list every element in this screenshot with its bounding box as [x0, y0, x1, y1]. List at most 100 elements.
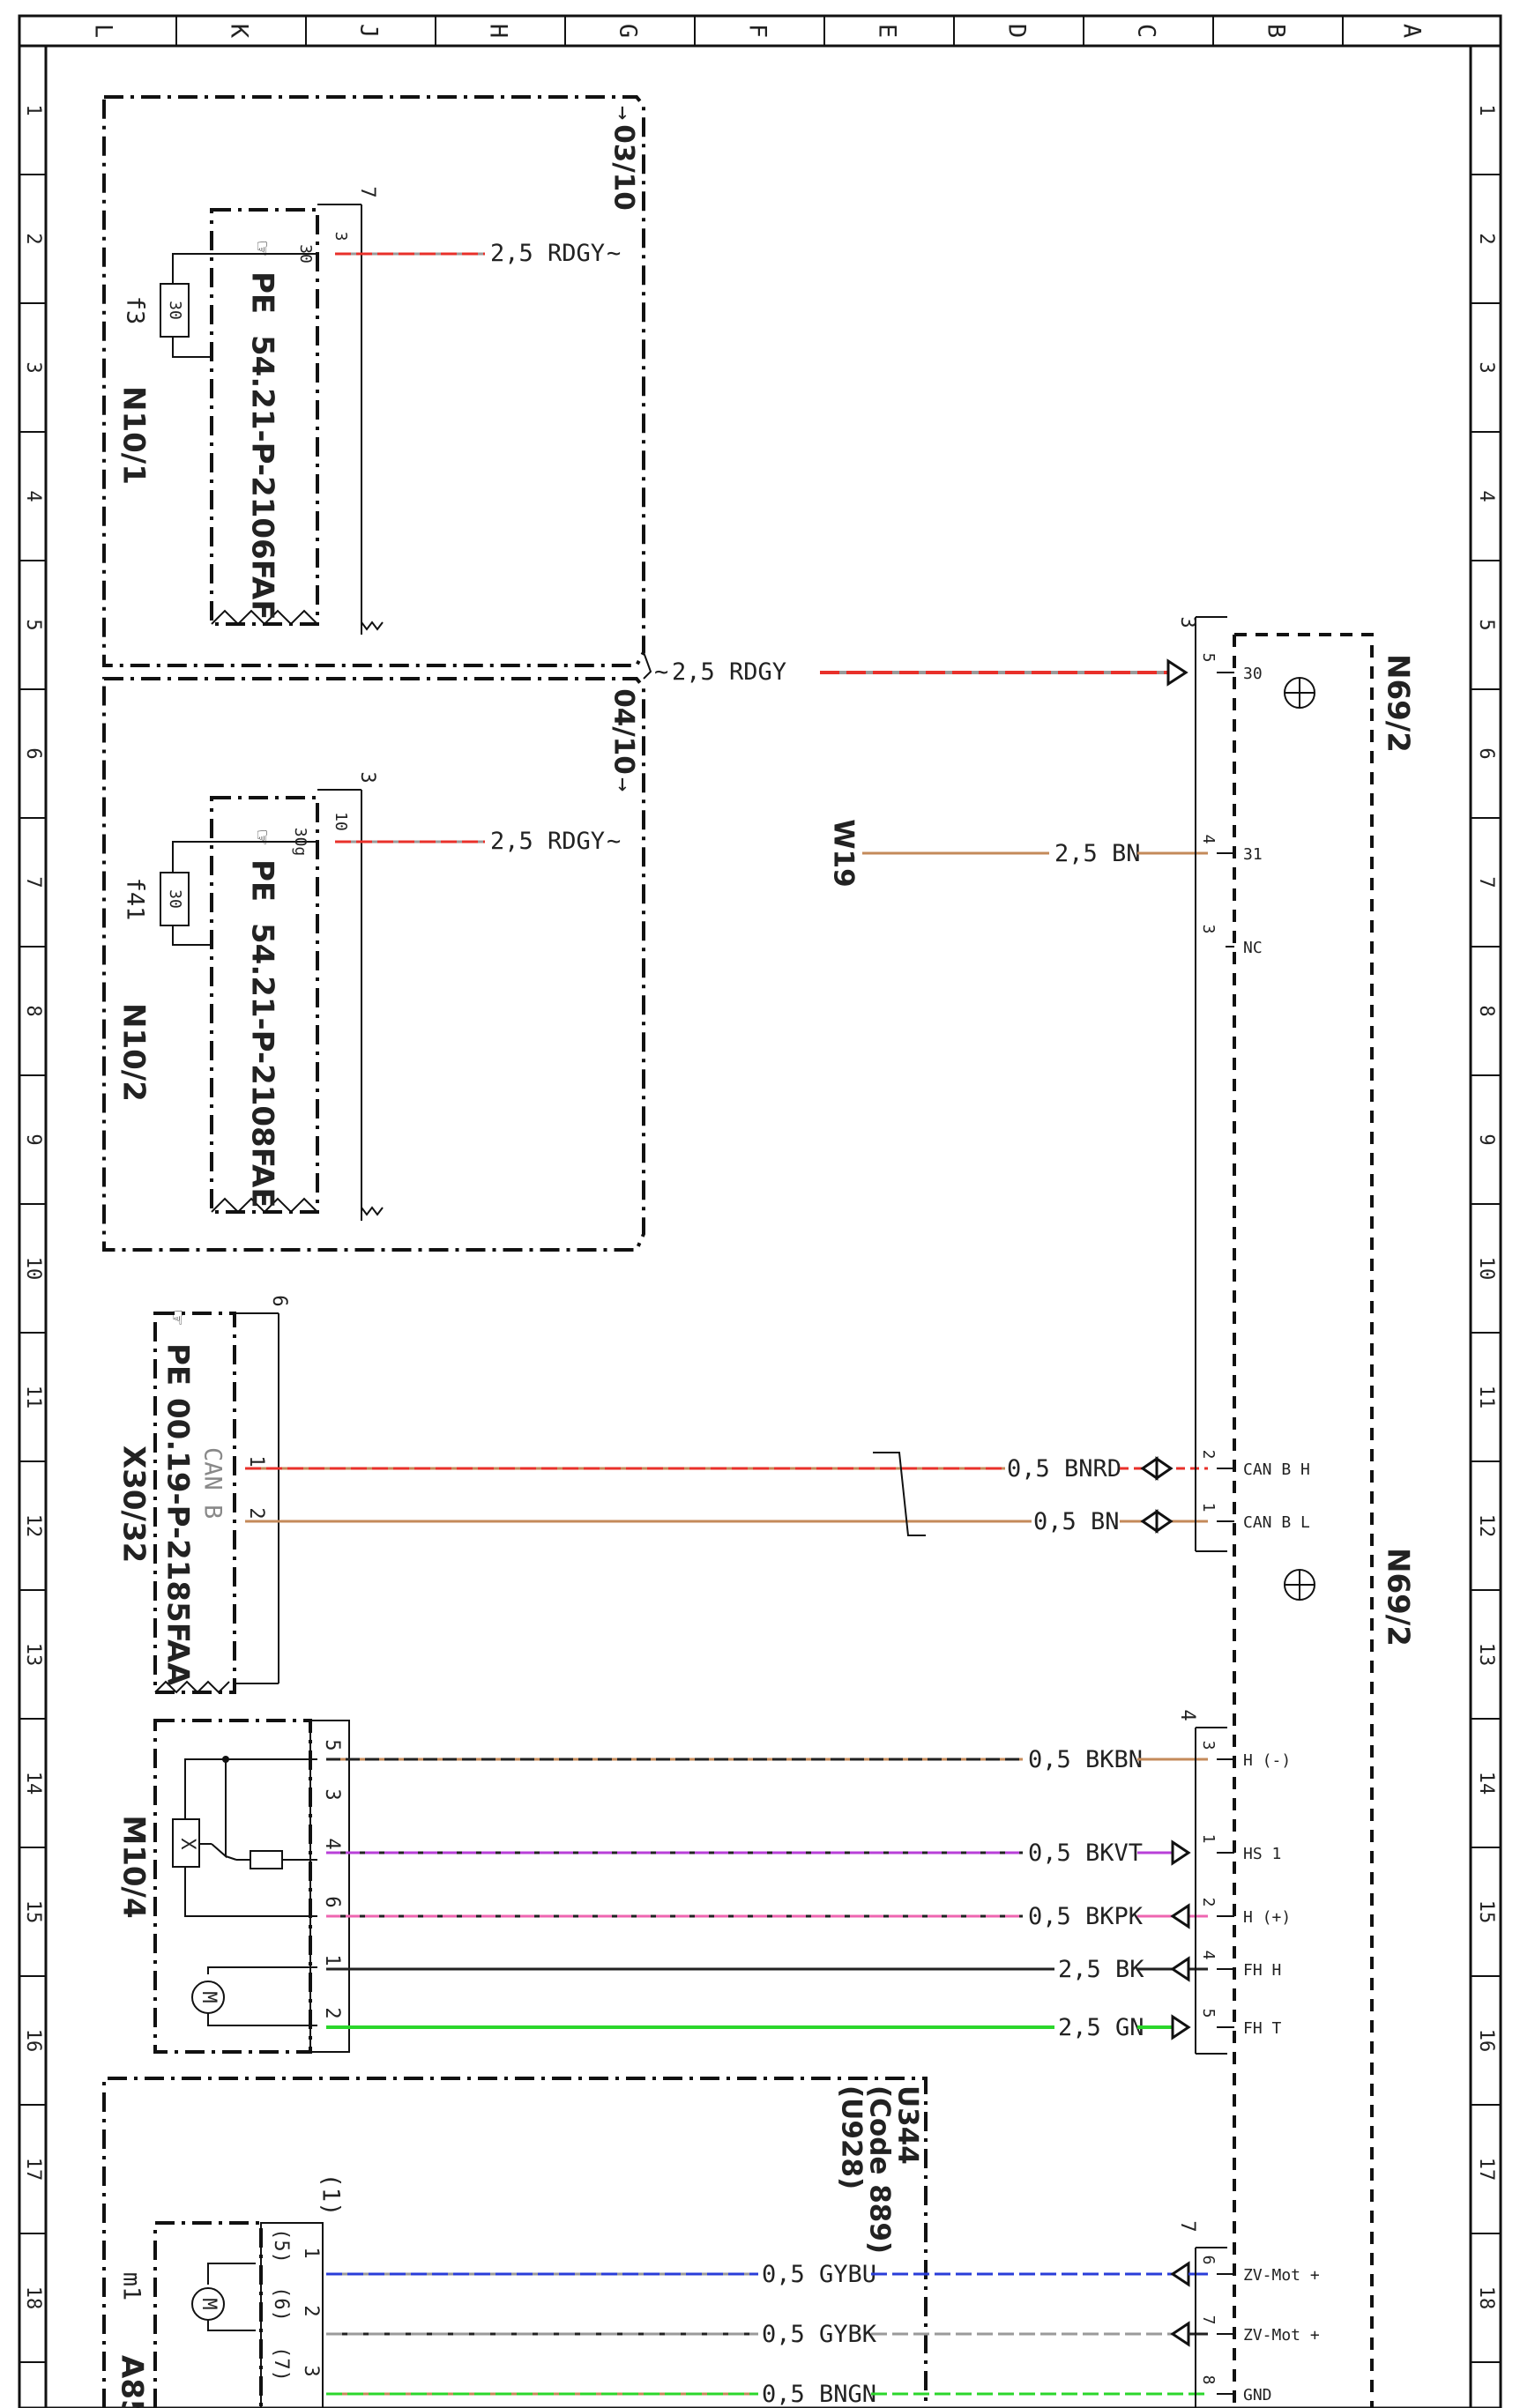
pin-can-b-h: 2 CAN B H — [1199, 1450, 1310, 1479]
pin-name: CAN B L — [1243, 1513, 1310, 1532]
pin-gnd: 8 GND — [1199, 2375, 1272, 2404]
n69-2-pins: 5 30 4 31 3 NC 2 CAN B H 1 CAN B L 3 H (… — [1199, 653, 1320, 2404]
component-prefix: PE — [160, 1343, 196, 1386]
m10-4-wires: 0,5 BKBN 0,5 BKVT 0,5 BKPK 2,5 BK 2,5 GN — [326, 1746, 1208, 2041]
pin-name: H (+) — [1243, 1908, 1291, 1927]
row-number: 6 — [22, 747, 44, 759]
pin-30: 5 30 — [1199, 653, 1263, 683]
row-number: 4 — [22, 490, 44, 502]
arrow-down-icon: → — [610, 106, 637, 120]
row-number: 4 — [1475, 490, 1497, 502]
pin-number: 5 — [1199, 2009, 1218, 2018]
pin-name: ZV-Mot + — [1243, 2326, 1320, 2345]
wire-label: 0,5 BN — [1033, 1508, 1120, 1535]
row-number: 8 — [22, 1005, 44, 1016]
wire-label: 2,5 BN — [1054, 840, 1141, 867]
bundle-number: 6 — [268, 1295, 290, 1306]
component-name-n10-1: N10/1 — [116, 386, 152, 485]
a85-block: M m1 A85/ (5) (6) (7) 1 2 3 (1) — [115, 2174, 345, 2408]
page-ref-n10-2: 04/10 — [608, 688, 640, 775]
col-letter: B — [1263, 24, 1290, 38]
pin-number: 4 — [321, 1838, 343, 1849]
bundle-number: 3 — [1176, 616, 1198, 628]
pin-alt: (5) — [270, 2228, 292, 2263]
row-number: 14 — [1475, 1772, 1497, 1795]
pin-number: 3 — [1199, 1741, 1218, 1750]
component-ref-n10-2: 54.21-P-2108FAE — [245, 923, 280, 1208]
row-number: 2 — [22, 233, 44, 244]
pin-name: CAN B H — [1243, 1460, 1310, 1479]
pin-fh-t: 5 FH T — [1199, 2009, 1282, 2038]
bundle-number: 3 — [356, 771, 378, 783]
motor-icon: M — [197, 1991, 220, 2003]
pin-h-minus: 3 H (-) — [1199, 1741, 1291, 1770]
twisted-pair-mark — [873, 1452, 926, 1536]
pin-name: 31 — [1243, 845, 1263, 864]
pin-name: FH H — [1243, 1961, 1281, 1980]
pin-name: ZV-Mot + — [1243, 2266, 1320, 2285]
pin-number: 4 — [1199, 835, 1218, 844]
column-letters: L K J H G F E D C B A — [90, 24, 1426, 39]
fuse-label: f3 — [122, 296, 149, 325]
row-number: 16 — [1475, 2029, 1497, 2053]
m10-4-block: M10/4 X M 5 3 4 6 1 2 — [116, 1719, 350, 2054]
col-letter: A — [1398, 24, 1426, 38]
row-number: 11 — [22, 1386, 44, 1409]
pin-number: 2 — [300, 2305, 322, 2316]
row-number: 14 — [22, 1772, 44, 1795]
svg-text:~: ~ — [654, 658, 668, 686]
pin-number: 1 — [321, 1954, 343, 1966]
wire-label: 2,5 RDGY — [490, 240, 605, 267]
wire-label: 0,5 BKPK — [1028, 1903, 1144, 1930]
component-name-n10-2: N10/2 — [116, 1003, 152, 1102]
drawing-frame — [18, 14, 1502, 2408]
component-ref-n10-1: 54.21-P-2106FAF — [245, 335, 280, 621]
pin-zv-mot-2: 7 ZV-Mot + — [1199, 2315, 1320, 2345]
transistor-icon — [1284, 677, 1315, 709]
pin-number: 1 — [245, 1455, 267, 1467]
pin-number: 1 — [300, 2247, 322, 2258]
bundle-number: 4 — [1176, 1709, 1198, 1721]
pin-terminal: 30 — [296, 244, 315, 264]
fuse-value: 30 — [166, 301, 184, 320]
motor-icon: M — [197, 2298, 220, 2309]
col-letter: F — [744, 24, 771, 38]
col-letter: C — [1133, 24, 1160, 38]
connector-label: CAN B — [199, 1447, 227, 1519]
w19-ground: W19 2,5 BN — [828, 819, 1208, 888]
pin-number: 6 — [1199, 2256, 1218, 2265]
pin-number: 3 — [300, 2365, 322, 2376]
pin-number: 7 — [1199, 2315, 1218, 2325]
pin-nc: 3 NC — [1199, 925, 1263, 957]
col-letter: L — [90, 24, 117, 38]
motor-label: m1 — [118, 2272, 145, 2301]
wire-label: 2,5 RDGY — [490, 828, 605, 855]
n69-2-block: 3 4 7 N69/2 N69/2 — [1176, 616, 1416, 2408]
hand-pointer-icon: ☞ — [249, 830, 276, 845]
component-name-a85: A85/ — [115, 2355, 150, 2408]
pin-alt: (7) — [270, 2346, 292, 2382]
row-number: 2 — [1475, 233, 1497, 244]
wire-label: 0,5 BKBN — [1028, 1746, 1143, 1773]
row-number: 13 — [1475, 1643, 1497, 1667]
row-number: 5 — [1475, 619, 1497, 630]
row-number: 9 — [1475, 1133, 1497, 1145]
row-number: 17 — [1475, 2158, 1497, 2181]
row-number: 1 — [1475, 104, 1497, 115]
row-number: 6 — [1475, 747, 1497, 759]
pin-name: 30 — [1243, 665, 1263, 683]
component-name-x30-32: X30/32 — [116, 1446, 152, 1563]
pin-alt: (6) — [270, 2286, 292, 2322]
wire-label: 0,5 BNGN — [762, 2381, 876, 2408]
pin-number: 3 — [1199, 925, 1218, 934]
pin-name: H (-) — [1243, 1751, 1291, 1770]
svg-text:~: ~ — [607, 240, 621, 267]
fuse-label: f41 — [122, 878, 149, 921]
component-name-n69-2: N69/2 — [1381, 1548, 1416, 1646]
pin-terminal: 30g — [291, 828, 309, 857]
wire-label: 0,5 BNRD — [1007, 1455, 1121, 1483]
pin-number: 8 — [1199, 2375, 1218, 2385]
page-ref-n10-1: 03/10 — [608, 124, 640, 211]
fuse-value: 30 — [166, 889, 184, 909]
